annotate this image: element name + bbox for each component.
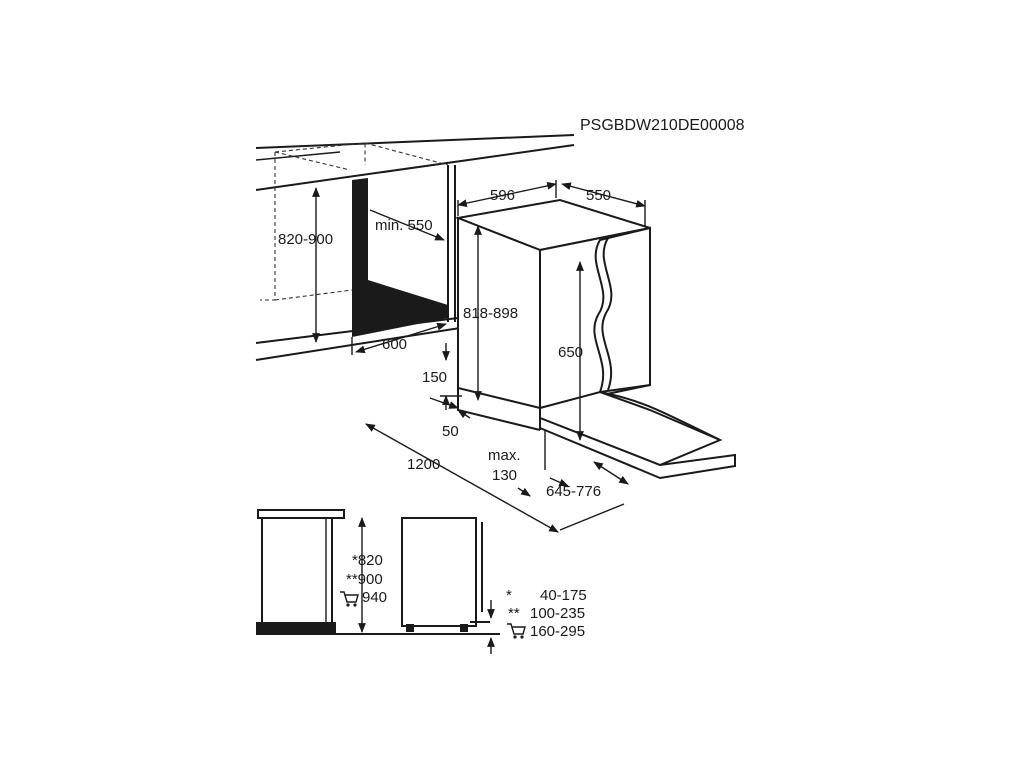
dim-1200: 1200 xyxy=(407,456,440,473)
legend-value-2: 160-295 xyxy=(530,623,585,640)
height-legend: * 40-175 ** 100-235 160-295 xyxy=(506,587,587,640)
dim-645-776: 645-776 xyxy=(546,483,601,500)
legend-value-1: 100-235 xyxy=(530,605,585,622)
side-view-dishwasher xyxy=(401,517,500,635)
dim-max-label: max. xyxy=(488,447,521,464)
dim-650: 650 xyxy=(558,344,583,361)
legend-mark-0: * xyxy=(506,587,512,604)
dim-550: 550 xyxy=(586,187,611,204)
dim-min-550: min. 550 xyxy=(375,217,433,234)
side-h-900: **900 xyxy=(346,571,383,588)
cart-icon xyxy=(340,591,359,607)
dim-150: 150 xyxy=(422,369,447,386)
dim-596: 596 xyxy=(490,187,515,204)
side-h-820: *820 xyxy=(352,552,383,569)
legend-cart-icon xyxy=(507,623,526,639)
dim-818-898: 818-898 xyxy=(463,305,518,322)
dim-600: 600 xyxy=(382,336,407,353)
legend-value-0: 40-175 xyxy=(540,587,587,604)
dishwasher-body xyxy=(454,198,736,480)
side-h-940: 940 xyxy=(362,589,387,606)
dim-max-130: 130 xyxy=(492,467,517,484)
side-view-cabinet xyxy=(256,509,476,635)
dim-50: 50 xyxy=(442,423,459,440)
legend-mark-1: ** xyxy=(508,605,520,622)
product-code: PSGBDW210DE00008 xyxy=(580,117,745,134)
dim-820-900: 820-900 xyxy=(278,231,333,248)
